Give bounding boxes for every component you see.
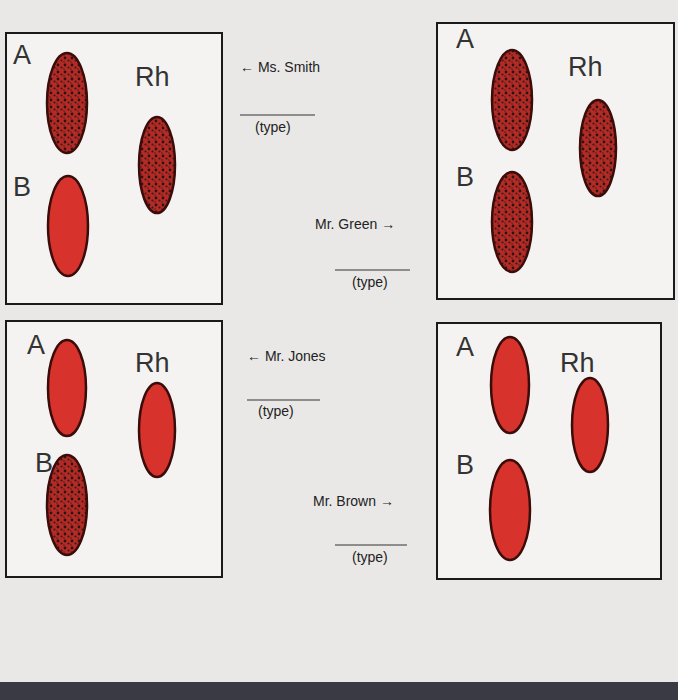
type-caption: (type) (258, 404, 294, 419)
serum-letter: Rh (568, 54, 603, 81)
serum-letter: A (456, 334, 474, 361)
typing-card: A RhB (436, 322, 662, 580)
serum-letter: B (13, 174, 31, 201)
type-caption: (type) (352, 550, 388, 565)
patient-name: Mr. Brown → (313, 494, 394, 509)
serum-letter: B (456, 164, 474, 191)
type-caption: (type) (255, 120, 291, 135)
serum-letter: Rh (135, 350, 170, 377)
serum-letter: A (13, 42, 31, 69)
type-caption: (type) (352, 275, 388, 290)
typing-card: A RhB (5, 32, 223, 305)
serum-letter: A (456, 26, 474, 53)
typing-card: A RhB (5, 320, 223, 578)
patient-name: Mr. Green → (315, 217, 395, 232)
patient-name: ← Ms. Smith (240, 60, 320, 75)
serum-letter: B (35, 450, 53, 477)
typing-card: A RhB (436, 22, 675, 300)
serum-letter: Rh (135, 64, 170, 91)
serum-letter: Rh (560, 350, 595, 377)
serum-letter: B (456, 452, 474, 479)
serum-letter: A (27, 332, 45, 359)
patient-name: ← Mr. Jones (247, 349, 326, 364)
